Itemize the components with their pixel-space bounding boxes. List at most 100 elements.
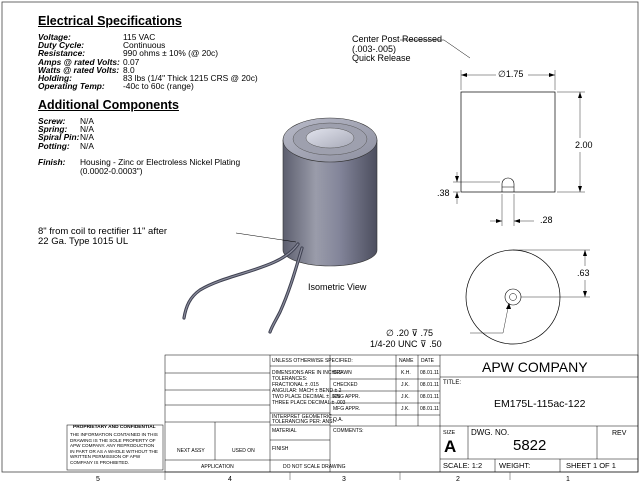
signoff-date: 08.01.11 xyxy=(420,394,440,400)
signoff-label: Q.A. xyxy=(333,417,344,423)
interpret-1: INTERPRET GEOMETRIC xyxy=(272,414,332,420)
signoff-name: J.K. xyxy=(401,382,410,388)
spec-label: Resistance: xyxy=(38,48,86,59)
signoff-label: DRAWN xyxy=(333,370,352,376)
signoff-date: 08.01.11 xyxy=(420,406,440,412)
application-label: APPLICATION xyxy=(201,464,234,470)
zone-number: 2 xyxy=(456,476,460,483)
dim-hole-1: ∅ .20 ⊽ .75 xyxy=(386,328,433,338)
finish-label: Finish: xyxy=(38,157,66,167)
zone-number: 3 xyxy=(342,476,346,483)
size-value: A xyxy=(444,437,457,456)
component-value: N/A xyxy=(80,116,94,126)
electrical-spec-row: Holding: 83 lbs (1/4" Thick 1215 CRS @ 20… xyxy=(38,74,258,83)
used-on-label: USED ON xyxy=(232,448,255,454)
isometric-solenoid xyxy=(282,117,378,267)
electrical-spec-row: Voltage: 115 VAC xyxy=(38,33,155,42)
wire-note-2: 22 Ga. Type 1015 UL xyxy=(38,236,129,247)
spec-value: 83 lbs (1/4" Thick 1215 CRS @ 20c) xyxy=(123,73,258,83)
tol-two-place: TWO PLACE DECIMAL ± .005 xyxy=(272,394,341,400)
dim-height: 2.00 xyxy=(575,140,593,150)
proprietary-text: THE INFORMATION CONTAINED IN THIS DRAWIN… xyxy=(70,432,158,465)
electrical-spec-row: Resistance: 990 ohms ± 10% (@ 20c) xyxy=(38,49,218,58)
spec-value: 115 VAC xyxy=(123,32,156,42)
component-value: N/A xyxy=(80,124,94,135)
scale-value: SCALE: 1:2 xyxy=(443,461,483,470)
signoff-name: K.H. xyxy=(401,370,411,376)
tol-fractional: FRACTIONAL ± .015 xyxy=(272,382,319,388)
center-post-note-1: Center Post Recessed xyxy=(352,34,443,44)
name-header: NAME xyxy=(399,358,414,364)
dim-bottom-offset: .63 xyxy=(577,268,590,278)
electrical-spec-row: Duty Cycle: Continuous xyxy=(38,41,165,50)
finish-line2: (0.0002-0.0003") xyxy=(80,166,143,176)
finish-row: Finish: Housing - Zinc or Electroless Nic… xyxy=(38,158,240,167)
zone-number: 5 xyxy=(96,476,100,483)
spec-value: Continuous xyxy=(123,40,166,51)
component-value: N/A xyxy=(80,140,94,151)
spec-value: 0.07 xyxy=(123,56,140,67)
unless-specified: UNLESS OTHERWISE SPECIFIED: xyxy=(272,358,353,364)
component-label: Spring: xyxy=(38,124,68,135)
component-row: Screw: N/A xyxy=(38,117,94,126)
date-header: DATE xyxy=(421,358,434,364)
dim-hole-2: 1/4-20 UNC ⊽ .50 xyxy=(370,339,442,349)
dims-in-inches: DIMENSIONS ARE IN INCHES xyxy=(272,370,342,376)
bottom-view xyxy=(465,249,590,345)
signoff-label: COMMENTS: xyxy=(333,428,364,434)
signoff-label: CHECKED xyxy=(333,382,358,388)
size-label: SIZE xyxy=(443,430,456,436)
weight-label: WEIGHT: xyxy=(499,461,531,470)
title-block-grid xyxy=(164,354,639,473)
drawing-title: EM175L-115ac-122 xyxy=(494,398,586,410)
finish-field-label: FINISH xyxy=(272,446,289,452)
component-row: Spiral Pin:N/A xyxy=(38,133,94,142)
electrical-spec-row: Operating Temp: -40c to 60c (range) xyxy=(38,82,194,91)
component-value: N/A xyxy=(80,132,94,143)
sheet-value: SHEET 1 OF 1 xyxy=(566,461,616,470)
do-not-scale: DO NOT SCALE DRAWING xyxy=(283,464,346,470)
spec-label: Voltage: xyxy=(38,32,71,42)
lead-wires xyxy=(182,242,304,334)
tolerances-label: TOLERANCES: xyxy=(272,376,308,382)
component-label: Spiral Pin: xyxy=(38,132,80,143)
next-assy-label: NEXT ASSY xyxy=(177,448,205,454)
side-view xyxy=(453,70,585,226)
rev-label: REV xyxy=(612,430,627,437)
component-row: Potting: N/A xyxy=(38,140,94,151)
additional-heading: Additional Components xyxy=(38,98,179,112)
signoff-label: ENG APPR. xyxy=(333,394,360,400)
finish-line1: Housing - Zinc or Electroless Nickel Pla… xyxy=(80,157,241,167)
component-row: Spring: N/A xyxy=(38,125,94,134)
dwg-no-value: 5822 xyxy=(513,437,547,454)
spec-label: Duty Cycle: xyxy=(38,40,85,51)
tol-three-place: THREE PLACE DECIMAL ± .003 xyxy=(272,400,346,406)
dim-post-height: .38 xyxy=(437,188,450,198)
spec-value: -40c to 60c (range) xyxy=(123,81,194,92)
component-label: Screw: xyxy=(38,116,66,126)
component-label: Potting: xyxy=(38,140,70,151)
spec-value: 8.0 xyxy=(123,64,135,75)
spec-label: Watts @ rated Volts: xyxy=(38,64,120,75)
finish-row-2: (0.0002-0.0003") xyxy=(80,167,143,176)
dim-post-width: .28 xyxy=(540,215,553,225)
interpret-2: TOLERANCING PER: ANSI xyxy=(272,419,334,425)
spec-label: Holding: xyxy=(38,73,72,83)
signoff-label: MFG APPR. xyxy=(333,406,361,412)
spec-value: 990 ohms ± 10% (@ 20c) xyxy=(123,48,219,59)
electrical-spec-row: Amps @ rated Volts:0.07 xyxy=(38,56,140,67)
signoff-date: 08.01.11 xyxy=(420,382,440,388)
electrical-heading: Electrical Specifications xyxy=(38,14,182,28)
proprietary-title: PROPRIETARY AND CONFIDENTIAL xyxy=(73,425,156,430)
company-name: APW COMPANY xyxy=(482,359,588,375)
signoff-name: J.K. xyxy=(401,394,410,400)
zone-number: 1 xyxy=(566,476,570,483)
material-label: MATERIAL xyxy=(272,428,297,434)
spec-label: Operating Temp: xyxy=(38,81,105,92)
center-post-note-3: Quick Release xyxy=(352,53,411,63)
dim-diameter: ∅1.75 xyxy=(498,69,524,79)
electrical-spec-row: Watts @ rated Volts:8.0 xyxy=(38,64,135,75)
dwg-no-label: DWG. NO. xyxy=(471,428,510,437)
spec-label: Amps @ rated Volts: xyxy=(38,56,120,67)
